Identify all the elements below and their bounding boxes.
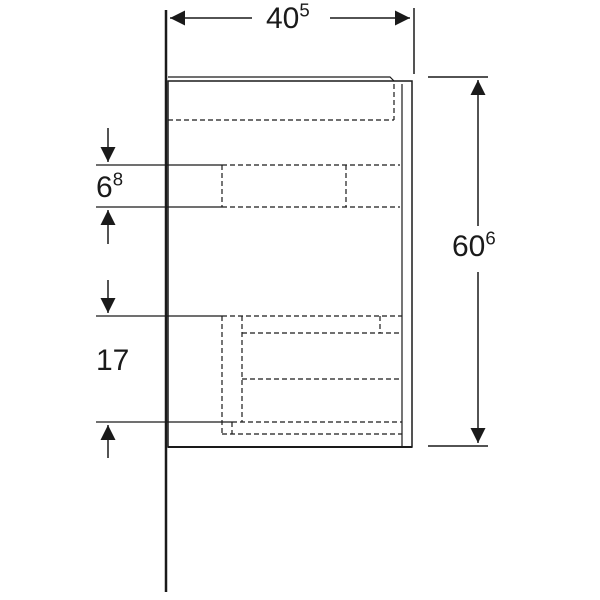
cabinet-body [167, 80, 413, 448]
height-dimension-label: 606 [452, 229, 496, 263]
height-fraction: 6 [485, 227, 496, 249]
width-value: 40 [266, 2, 300, 35]
height-value: 60 [452, 230, 486, 263]
hidden-upper-opening [221, 164, 400, 208]
hidden-top-rail [168, 84, 395, 121]
lower-opening-label: 17 [96, 346, 129, 376]
upper-opening-label: 68 [96, 170, 123, 204]
width-fraction: 5 [299, 0, 310, 21]
cabinet-top [168, 76, 395, 82]
hidden-lower-drawer [221, 315, 402, 435]
lower-opening-value: 17 [96, 344, 130, 377]
upper-opening-fraction: 8 [112, 168, 124, 190]
width-dimension-label: 405 [266, 1, 310, 35]
upper-opening-value: 6 [96, 171, 113, 204]
